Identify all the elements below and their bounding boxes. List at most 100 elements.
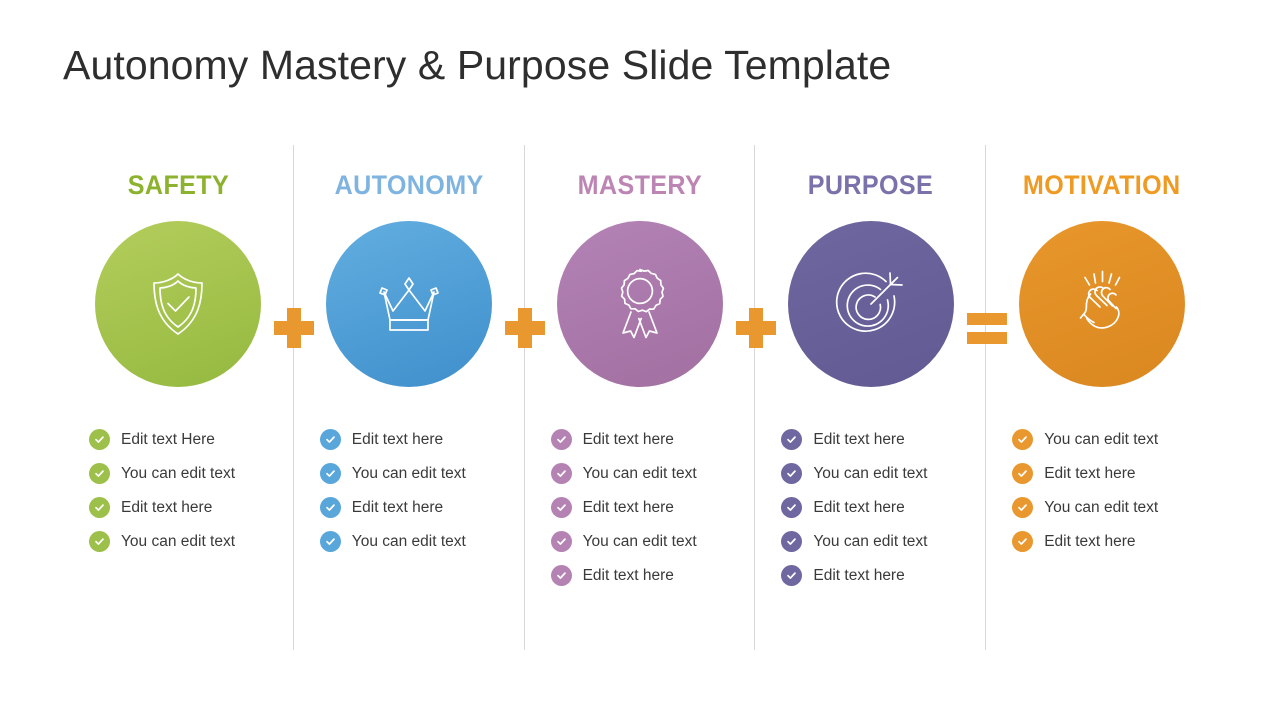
list-item[interactable]: You can edit text xyxy=(781,463,986,484)
list-item[interactable]: Edit text here xyxy=(1012,531,1217,552)
list-item[interactable]: Edit text here xyxy=(319,429,525,450)
check-circle-icon xyxy=(319,531,341,552)
check-circle-icon xyxy=(550,531,572,552)
icon-circle-safety[interactable] xyxy=(95,221,262,387)
list-item[interactable]: Edit text Here xyxy=(89,429,294,450)
list-item[interactable]: Edit text here xyxy=(781,565,986,586)
list-item-label: You can edit text xyxy=(582,532,697,550)
list-item-label: You can edit text xyxy=(351,464,466,482)
list-item-label: You can edit text xyxy=(582,464,697,482)
award-ribbon-icon xyxy=(601,265,679,343)
circle-shape-motivation xyxy=(1018,221,1185,387)
list-item[interactable]: You can edit text xyxy=(1012,497,1217,518)
icon-circle-autonomy[interactable] xyxy=(326,221,493,387)
column-header-mastery: MASTERY xyxy=(577,170,703,200)
check-circle-icon xyxy=(781,531,803,552)
list-item[interactable]: You can edit text xyxy=(550,531,756,552)
list-item-label: You can edit text xyxy=(121,532,236,550)
check-circle-icon xyxy=(1012,497,1034,518)
list-item-label: Edit text here xyxy=(351,430,444,448)
check-circle-icon xyxy=(89,429,110,450)
icon-circle-motivation[interactable] xyxy=(1018,221,1185,387)
list-item-label: Edit text here xyxy=(121,498,213,516)
list-item-label: You can edit text xyxy=(351,532,466,550)
check-circle-icon xyxy=(550,497,572,518)
list-item[interactable]: Edit text here xyxy=(89,497,294,518)
column-header-safety: SAFETY xyxy=(127,170,230,200)
circle-shape-purpose xyxy=(787,221,954,387)
icon-circle-purpose[interactable] xyxy=(787,221,954,387)
check-circle-icon xyxy=(1012,463,1034,484)
list-item[interactable]: You can edit text xyxy=(781,531,986,552)
check-circle-icon xyxy=(781,463,803,484)
list-item-label: Edit text Here xyxy=(121,430,215,448)
circle-shape-autonomy xyxy=(326,221,493,387)
list-item[interactable]: Edit text here xyxy=(550,497,756,518)
column-divider-2 xyxy=(523,145,525,650)
check-circle-icon xyxy=(89,463,110,484)
check-circle-icon xyxy=(550,429,572,450)
list-item-label: Edit text here xyxy=(813,566,905,584)
check-circle-icon xyxy=(1012,531,1034,552)
plus-operator-2 xyxy=(505,308,545,348)
check-circle-icon xyxy=(89,497,110,518)
equals-operator xyxy=(967,308,1007,348)
check-circle-icon xyxy=(550,463,572,484)
check-circle-icon xyxy=(781,565,803,586)
check-circle-icon xyxy=(319,463,341,484)
plus-operator-1 xyxy=(274,308,314,348)
list-item-label: Edit text here xyxy=(582,566,674,584)
column-header-motivation: MOTIVATION xyxy=(1022,170,1181,200)
list-item[interactable]: You can edit text xyxy=(550,463,756,484)
shield-check-icon xyxy=(140,266,216,342)
list-item[interactable]: Edit text here xyxy=(550,565,756,586)
list-item-label: Edit text here xyxy=(582,498,674,516)
check-circle-icon xyxy=(319,429,341,450)
plus-operator-3 xyxy=(736,308,776,348)
check-circle-icon xyxy=(550,565,572,586)
list-item[interactable]: Edit text here xyxy=(781,429,986,450)
check-circle-icon xyxy=(1012,429,1034,450)
list-item[interactable]: You can edit text xyxy=(89,463,294,484)
column-header-purpose: PURPOSE xyxy=(808,170,934,200)
list-item-label: Edit text here xyxy=(351,498,444,516)
column-header-autonomy: AUTONOMY xyxy=(334,170,484,200)
list-item[interactable]: You can edit text xyxy=(89,531,294,552)
list-item[interactable]: You can edit text xyxy=(319,463,525,484)
list-item-label: You can edit text xyxy=(813,532,928,550)
list-item[interactable]: Edit text here xyxy=(550,429,756,450)
list-item[interactable]: Edit text here xyxy=(781,497,986,518)
page-title: Autonomy Mastery & Purpose Slide Templat… xyxy=(63,42,892,88)
check-circle-icon xyxy=(781,429,803,450)
clapping-hands-icon xyxy=(1062,264,1142,344)
column-divider-3 xyxy=(754,145,756,650)
list-item-label: You can edit text xyxy=(1044,498,1159,516)
list-item[interactable]: You can edit text xyxy=(319,531,525,552)
list-item-label: Edit text here xyxy=(813,430,905,448)
list-item-label: Edit text here xyxy=(1044,532,1136,550)
list-item-label: Edit text here xyxy=(582,430,674,448)
list-item-label: Edit text here xyxy=(1044,464,1136,482)
list-item-label: You can edit text xyxy=(1044,430,1159,448)
target-arrow-icon xyxy=(830,263,912,345)
list-item[interactable]: Edit text here xyxy=(319,497,525,518)
list-item-label: You can edit text xyxy=(121,464,236,482)
icon-circle-mastery[interactable] xyxy=(556,221,723,387)
column-motivation: MOTIVATION xyxy=(986,140,1217,650)
check-circle-icon xyxy=(319,497,341,518)
list-item[interactable]: You can edit text xyxy=(1012,429,1217,450)
crown-icon xyxy=(369,264,449,344)
list-item[interactable]: Edit text here xyxy=(1012,463,1217,484)
check-circle-icon xyxy=(89,531,110,552)
